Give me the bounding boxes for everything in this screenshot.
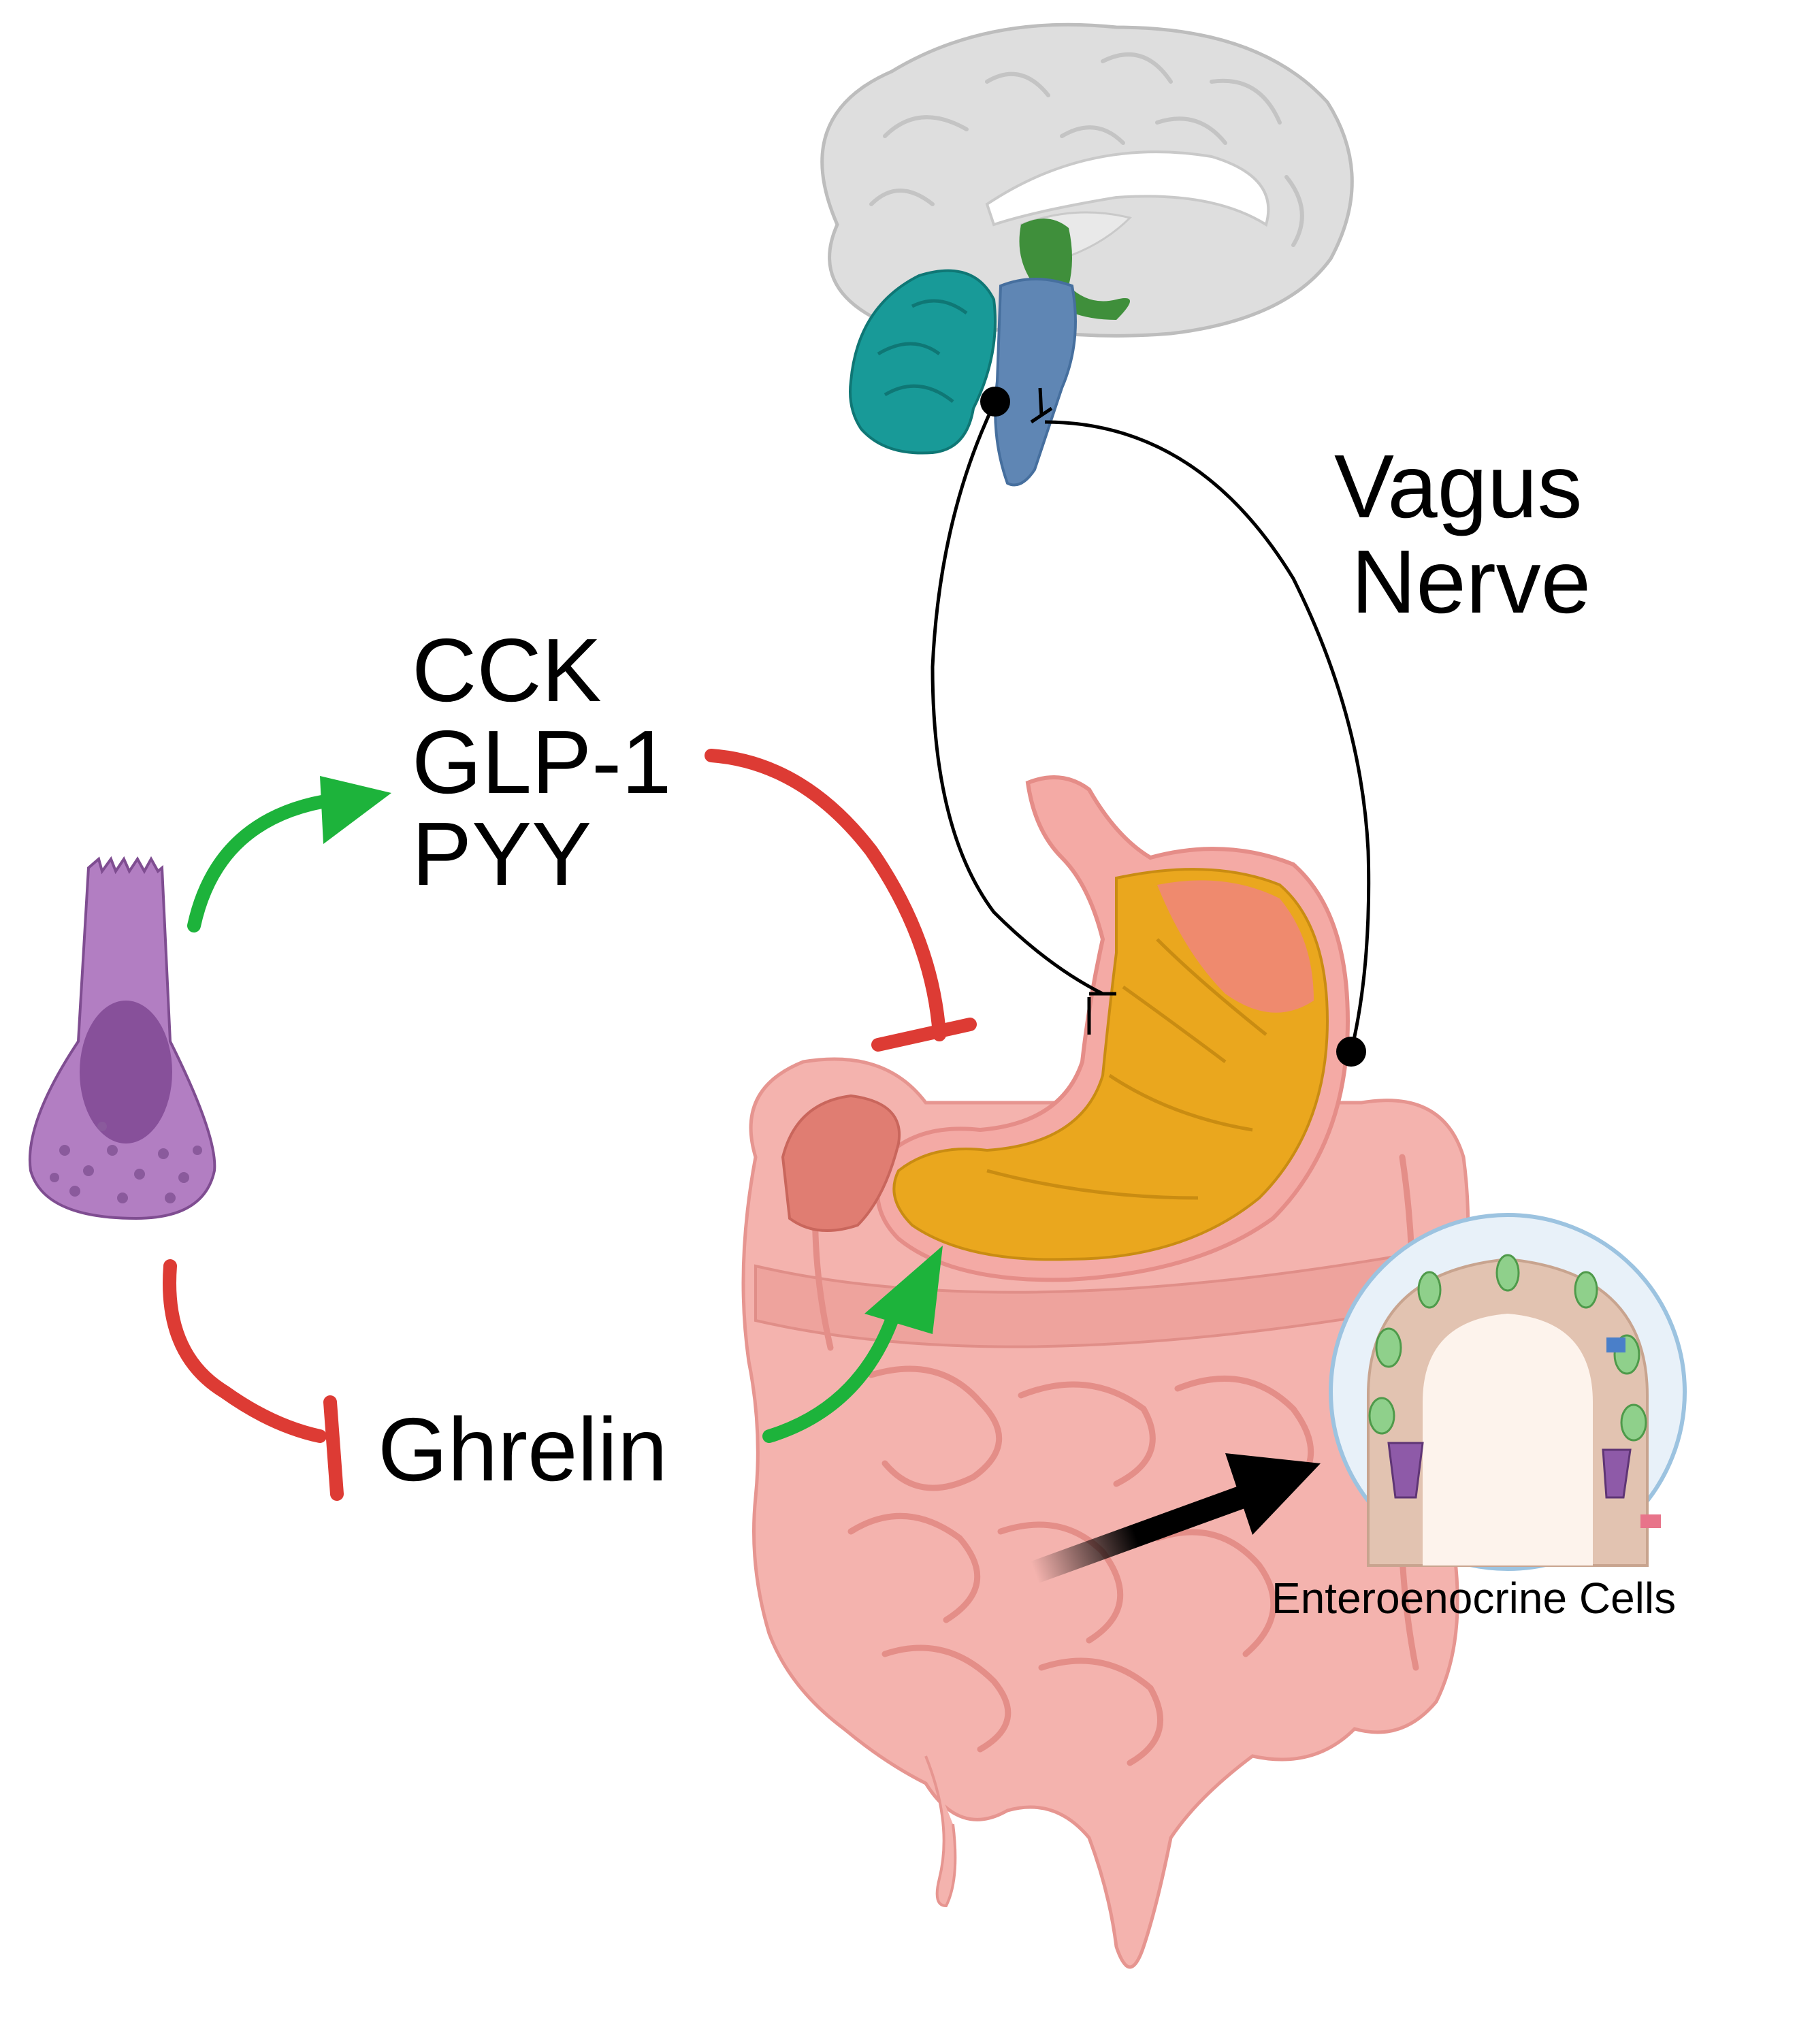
label-enteroendocrine-cells: Enteroenocrine Cells	[1272, 1574, 1676, 1623]
inhibit-line-hormones	[705, 749, 946, 1041]
vagus-stomach-node	[1336, 1037, 1366, 1067]
stomach-icon	[781, 775, 1350, 1282]
label-nerve: Nerve	[1351, 532, 1591, 632]
stimulate-arrowhead-hormones	[320, 776, 391, 844]
enteroendocrine-cell-icon	[28, 856, 216, 1220]
vagus-afferent-line	[1044, 420, 1371, 1052]
vagus-efferent-line	[931, 400, 1104, 996]
label-ghrelin: Ghrelin	[378, 1399, 668, 1499]
inset-pointer-arrowhead	[1225, 1453, 1321, 1535]
label-vagus: Vagus	[1334, 436, 1582, 536]
inhibit-bar-ghrelin	[323, 1395, 344, 1501]
label-glp1: GLP-1	[412, 712, 672, 812]
vagus-brain-node	[980, 387, 1010, 417]
vagus-nerve-lines	[931, 387, 1371, 1052]
stimulate-arrow-hormones	[187, 793, 340, 932]
intestinal-villus-icon	[1329, 1213, 1687, 1571]
inset-pointer-arrow	[1031, 1481, 1260, 1583]
brain-icon	[820, 22, 1354, 487]
brainstem-terminal	[1030, 387, 1053, 424]
stimulate-arrowhead-ghrelin	[864, 1246, 943, 1334]
label-pyy: PYY	[412, 804, 592, 904]
stimulate-arrow-ghrelin	[762, 1314, 899, 1443]
inhibit-bar-hormones	[871, 1018, 977, 1052]
stomach-terminal	[1087, 992, 1116, 1035]
label-cck: CCK	[412, 620, 602, 720]
inhibit-line-ghrelin	[163, 1259, 327, 1443]
